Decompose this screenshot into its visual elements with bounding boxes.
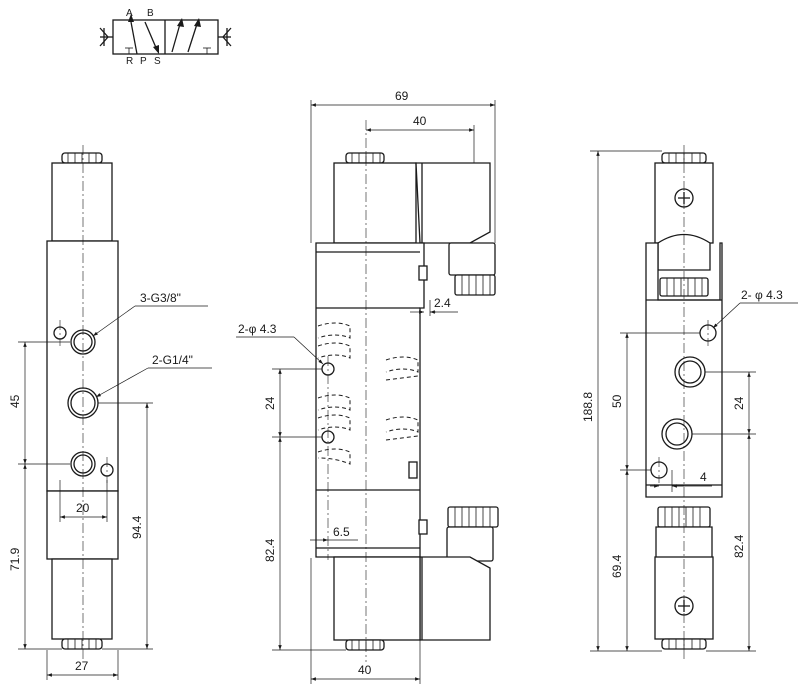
side-dim-hole-pitch: 24 — [263, 396, 277, 410]
port-r-label: R — [126, 56, 133, 67]
rear-dim-69-4: 69.4 — [610, 554, 624, 578]
rear-label-holes: 2- φ 4.3 — [741, 288, 783, 302]
front-label-g14: 2-G1/4" — [152, 353, 193, 367]
rear-dim-4: 4 — [700, 470, 707, 484]
rear-dim-50: 50 — [610, 394, 624, 408]
side-dim-offset: 2.4 — [434, 296, 451, 310]
side-dim-body-width: 40 — [358, 663, 372, 677]
port-b-label: B — [147, 8, 154, 19]
rear-dim-24: 24 — [732, 396, 746, 410]
port-a-label: A — [126, 8, 133, 19]
front-dim-port-pitch: 45 — [8, 394, 22, 408]
front-view: 3-G3/8" 2-G1/4" 20 27 45 71.9 94.4 — [8, 145, 212, 680]
side-label-holes: 2-φ 4.3 — [238, 322, 277, 336]
rear-dim-82-4: 82.4 — [732, 534, 746, 558]
side-dim-total-width: 69 — [395, 89, 409, 103]
valve-symbol: A B R P S — [99, 8, 232, 67]
front-label-g38: 3-G3/8" — [140, 291, 181, 305]
side-view: 69 40 40 2.4 2-φ 4.3 6.5 24 82.4 — [236, 89, 499, 684]
port-p-label: P — [140, 56, 147, 67]
rear-dim-overall: 188.8 — [581, 392, 595, 422]
port-s-label: S — [154, 56, 161, 67]
front-dim-port-spacing: 20 — [76, 501, 90, 515]
side-dim-hole-height: 82.4 — [263, 538, 277, 562]
side-dim-coil-width: 40 — [413, 114, 427, 128]
front-dim-width: 27 — [75, 659, 89, 673]
front-dim-height-right: 94.4 — [130, 515, 144, 539]
side-dim-hole-offset: 6.5 — [333, 525, 350, 539]
rear-view: 2- φ 4.3 4 188.8 50 69.4 24 82.4 — [581, 145, 798, 660]
front-dim-height-left: 71.9 — [8, 547, 22, 571]
